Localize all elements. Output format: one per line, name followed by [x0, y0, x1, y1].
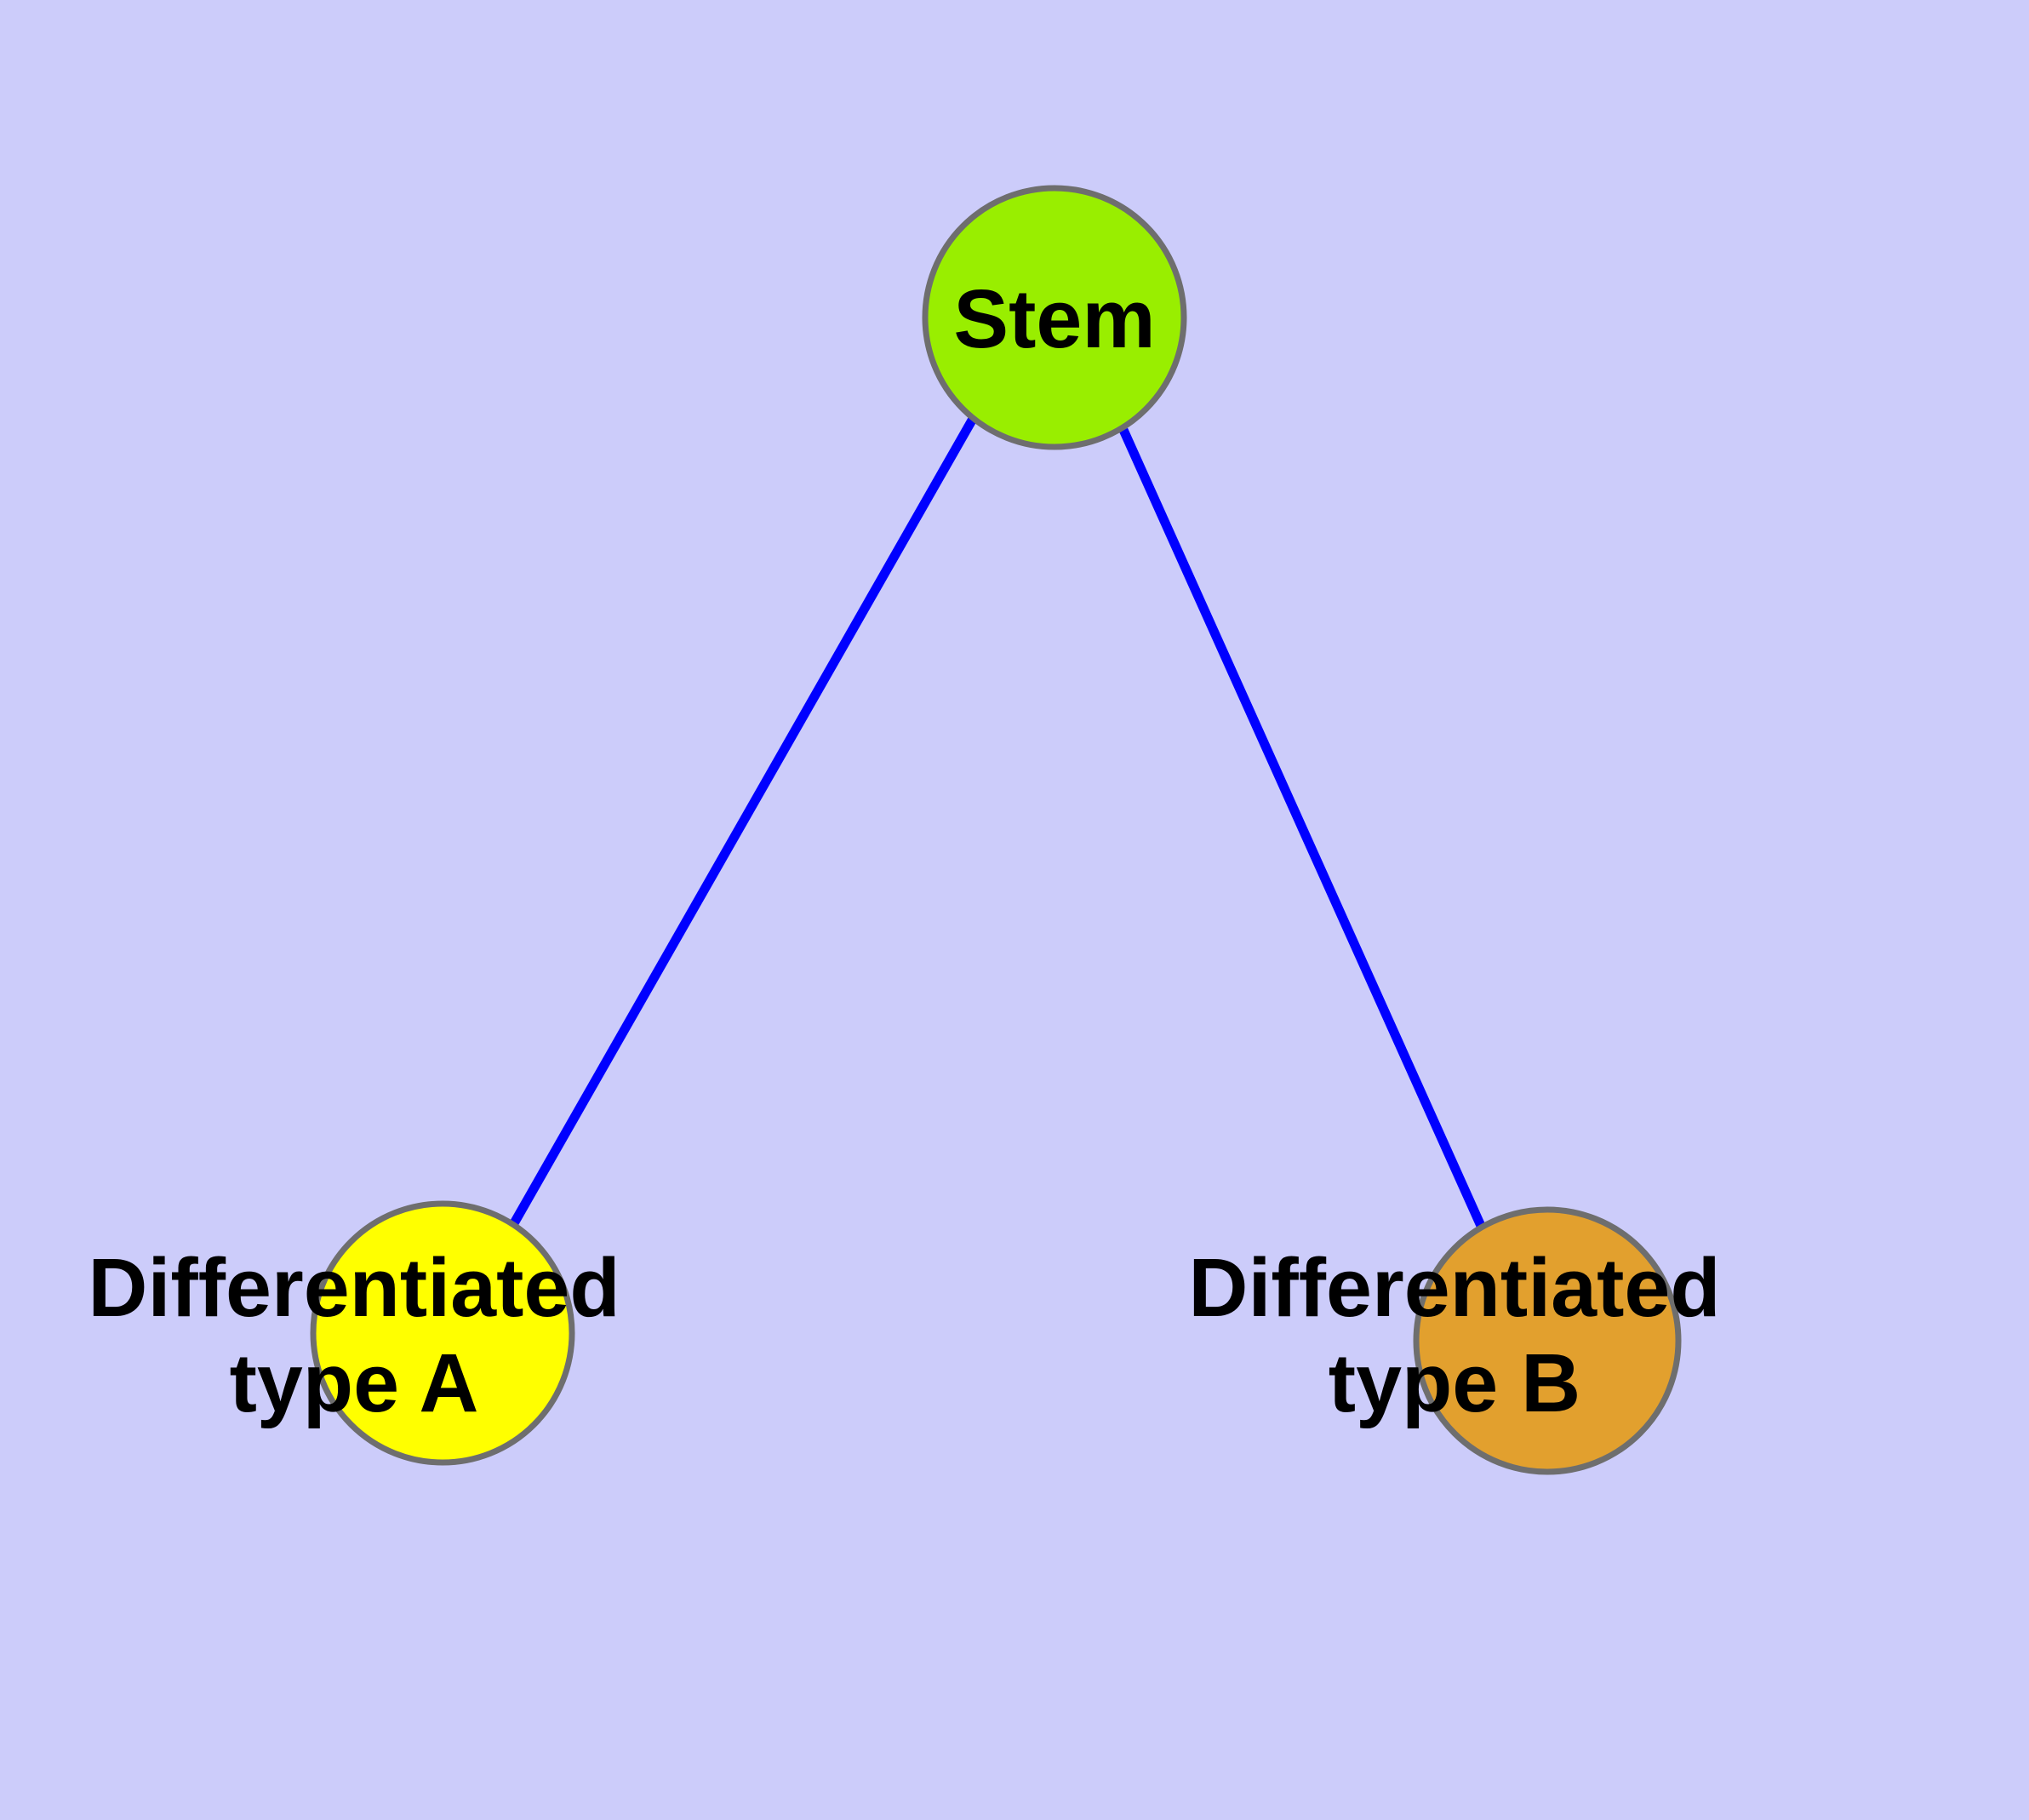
node-label-line: type B [1329, 1336, 1580, 1429]
node-label-line: type A [230, 1336, 479, 1429]
edges-group [510, 416, 1486, 1228]
edge-stem-to-differentiated-type-a[interactable] [510, 416, 977, 1226]
node-label-line: Differentiated [1188, 1241, 1720, 1334]
node-differentiated-type-b[interactable] [1413, 1206, 1682, 1475]
node-label-line: Differentiated [88, 1241, 620, 1334]
node-label-stem: Stem [953, 272, 1155, 365]
nodes-group [310, 185, 1682, 1475]
node-stem[interactable] [922, 185, 1187, 450]
node-label-line: Stem [953, 272, 1155, 365]
edge-stem-to-differentiated-type-b[interactable] [1118, 427, 1486, 1228]
node-differentiated-type-a[interactable] [310, 1200, 575, 1466]
